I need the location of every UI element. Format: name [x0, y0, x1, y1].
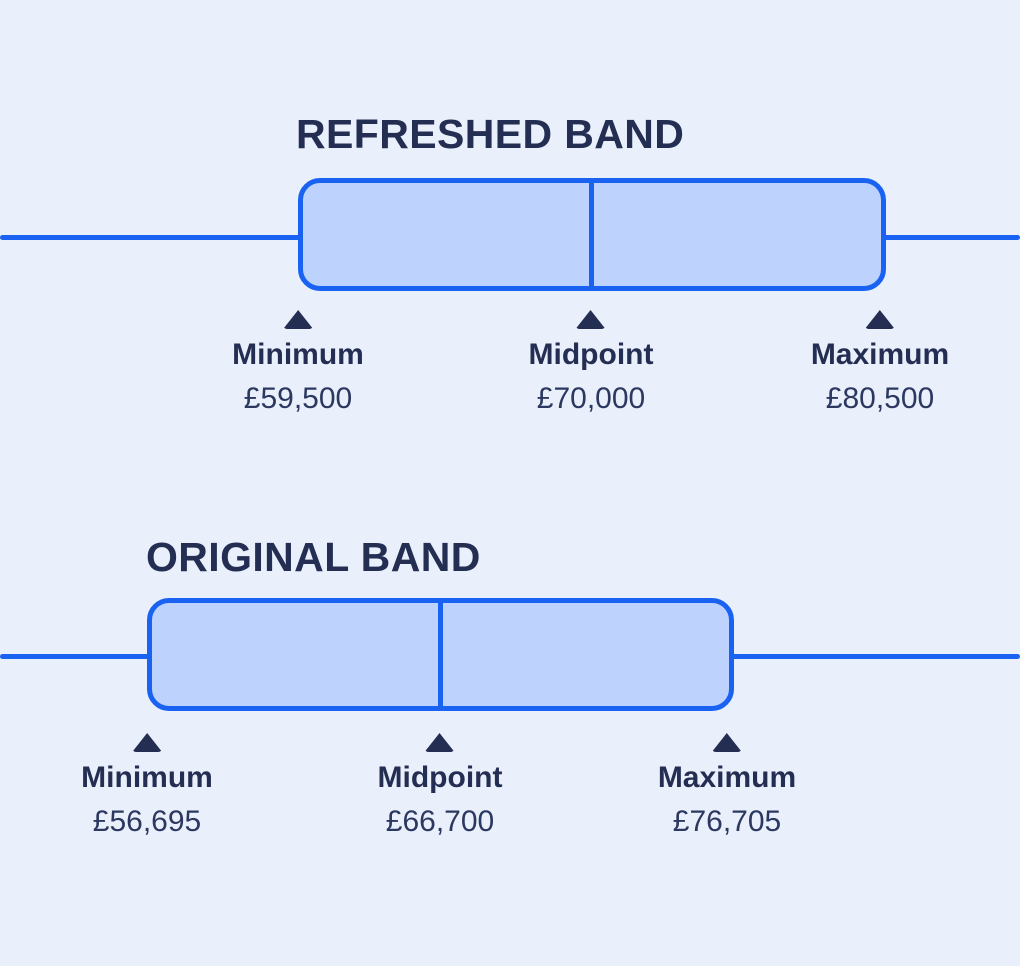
- marker-minimum: Minimum £56,695: [81, 733, 213, 840]
- marker-midpoint: Midpoint £66,700: [377, 733, 503, 840]
- marker-value: £76,705: [672, 805, 782, 838]
- triangle-up-icon: [131, 733, 162, 752]
- marker-maximum: Maximum £80,500: [811, 310, 949, 417]
- marker-maximum: Maximum £76,705: [658, 733, 796, 840]
- marker-label: Midpoint: [528, 338, 654, 371]
- triangle-up-icon: [424, 733, 455, 752]
- marker-value: £56,695: [92, 805, 202, 838]
- marker-midpoint: Midpoint £70,000: [528, 310, 654, 417]
- marker-value: £70,000: [536, 382, 646, 415]
- triangle-up-icon: [712, 733, 742, 752]
- marker-label: Midpoint: [377, 761, 503, 794]
- marker-label: Minimum: [232, 338, 364, 371]
- band-title: REFRESHED BAND: [296, 111, 685, 157]
- marker-label: Minimum: [81, 761, 213, 794]
- band-title: ORIGINAL BAND: [146, 534, 481, 580]
- marker-minimum: Minimum £59,500: [232, 310, 364, 417]
- marker-label: Maximum: [810, 338, 950, 371]
- triangle-up-icon: [575, 310, 606, 329]
- band-midpoint-line: [589, 183, 594, 286]
- marker-value: £66,700: [385, 805, 495, 838]
- triangle-up-icon: [282, 310, 313, 329]
- triangle-up-icon: [865, 310, 895, 329]
- band-midpoint-line: [438, 603, 443, 706]
- marker-value: £59,500: [243, 382, 353, 415]
- marker-value: £80,500: [825, 382, 935, 415]
- marker-label: Maximum: [657, 761, 797, 794]
